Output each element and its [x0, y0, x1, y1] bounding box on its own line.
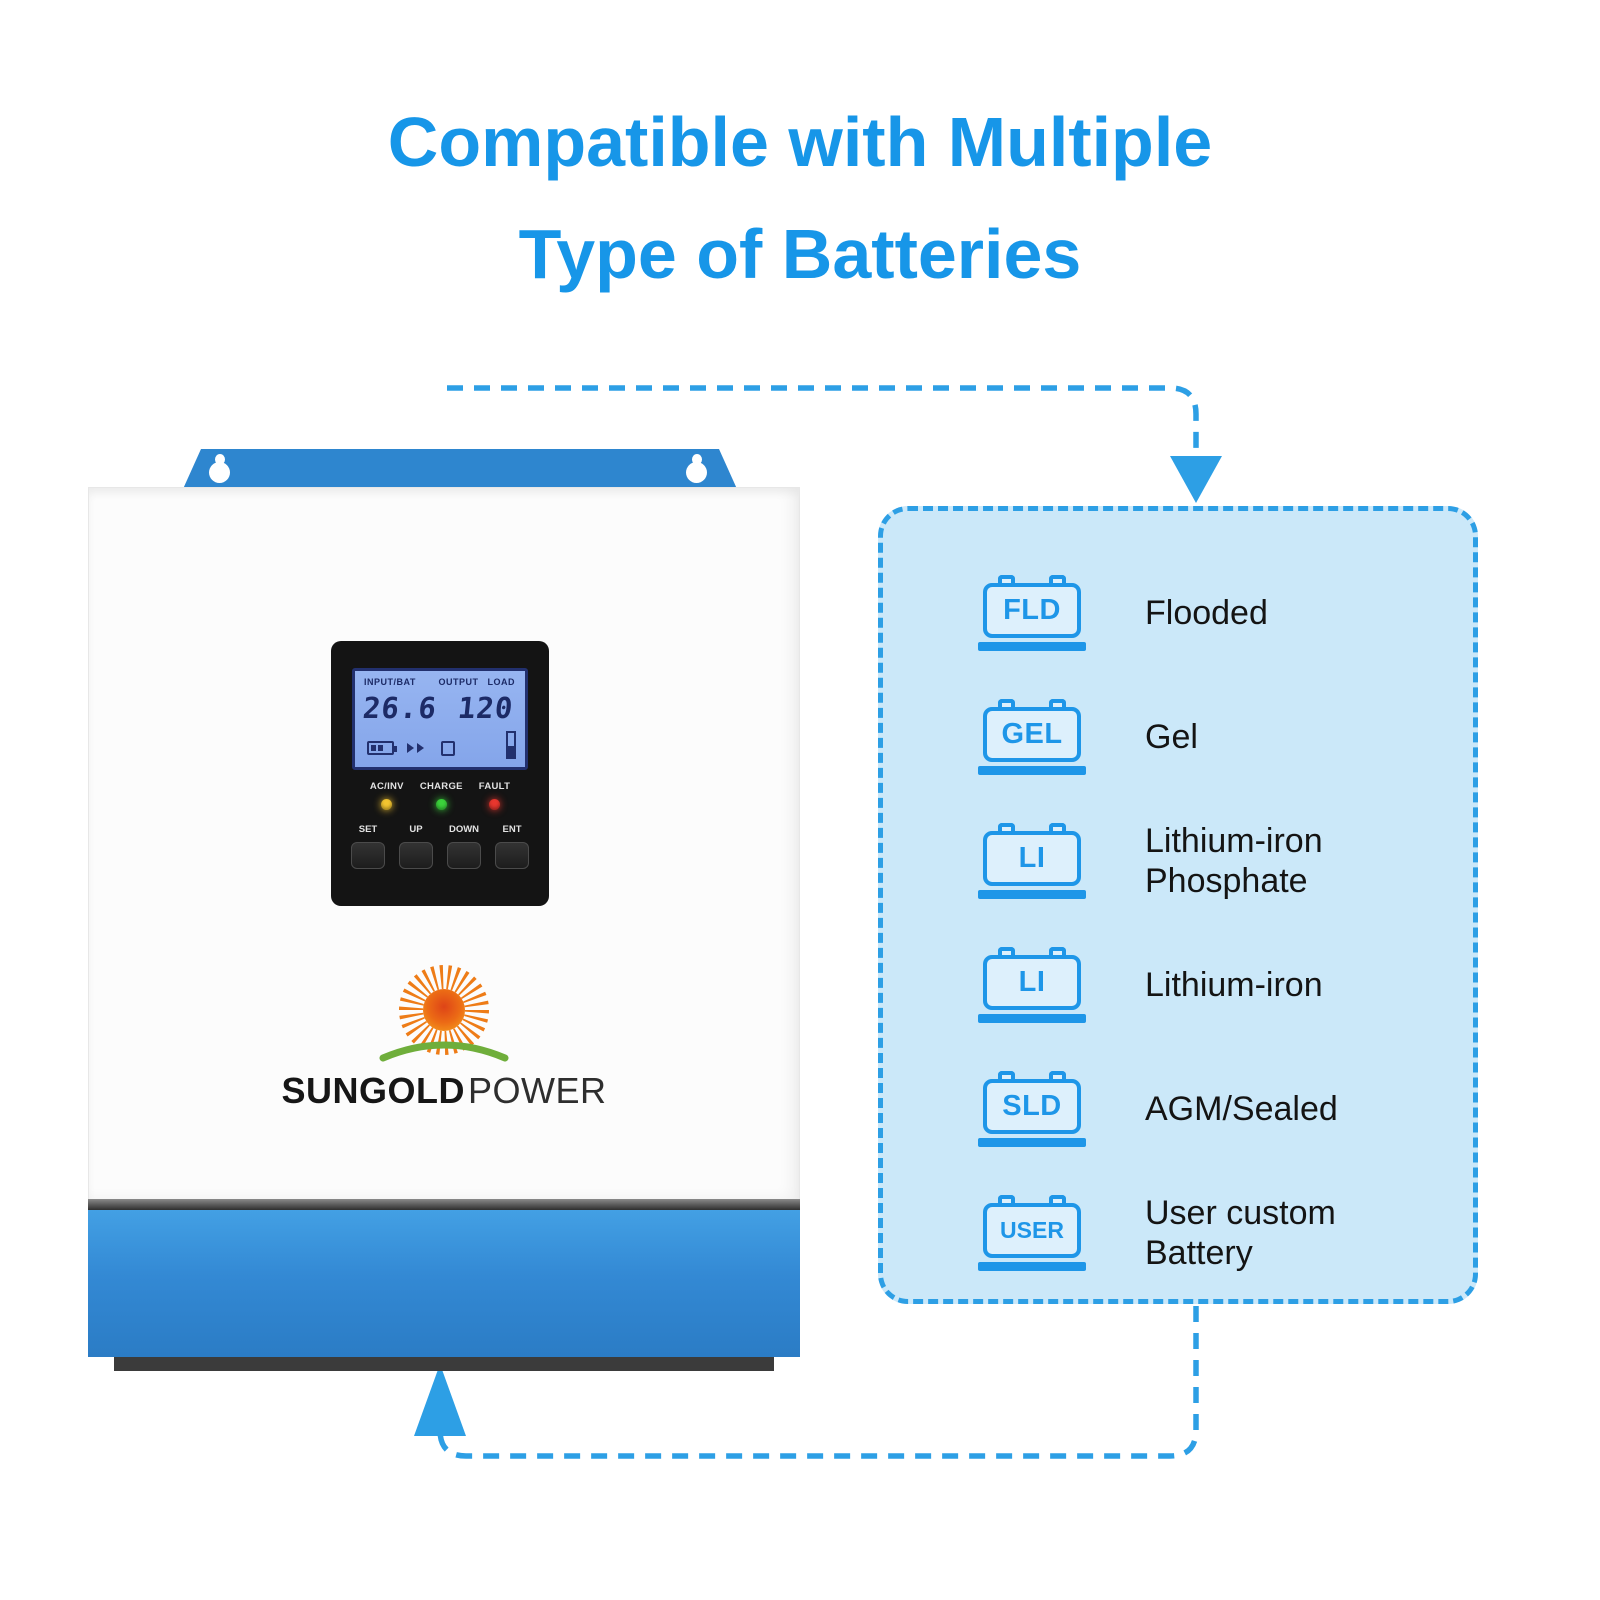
lcd-value-input: 26.6 — [361, 691, 439, 725]
battery-type-label: Flooded — [1145, 593, 1268, 632]
led-label-acinv: AC/INV — [369, 781, 404, 792]
battery-code: FLD — [983, 583, 1081, 638]
battery-type-row-user: USER User custom Battery — [971, 1171, 1473, 1295]
battery-icon-li-phosphate: LI — [971, 823, 1093, 899]
load-glyph-icon — [441, 741, 455, 756]
battery-code: GEL — [983, 707, 1081, 762]
battery-base — [978, 1014, 1086, 1023]
battery-base — [978, 766, 1086, 775]
down-button — [447, 842, 481, 869]
led-indicators: AC/INV CHARGE FAULT — [331, 781, 549, 810]
lcd-label-output: OUTPUT LOAD — [438, 677, 515, 687]
led-charge: CHARGE — [420, 781, 463, 810]
battery-type-label: User custom Battery — [1145, 1193, 1336, 1272]
gauge-glyph-icon — [506, 731, 516, 759]
battery-icon-sld: SLD — [971, 1071, 1093, 1147]
led-dot-fault — [488, 799, 500, 810]
brand-name-sungold: SUNGOLD — [281, 1070, 465, 1111]
battery-icon-user: USER — [971, 1195, 1093, 1271]
keyhole-left-icon — [209, 462, 230, 483]
inverter-device: INPUT/BAT OUTPUT LOAD 26.6 120 AC/INV CH… — [88, 487, 800, 1200]
battery-base — [978, 1138, 1086, 1147]
control-panel: INPUT/BAT OUTPUT LOAD 26.6 120 AC/INV CH… — [331, 641, 549, 906]
battery-code: USER — [983, 1203, 1081, 1258]
battery-type-row-flooded: FLD Flooded — [971, 551, 1473, 675]
battery-type-label: Lithium-iron Phosphate — [1145, 821, 1323, 900]
set-button-label: SET — [358, 824, 378, 835]
down-button-label: DOWN — [448, 824, 480, 835]
battery-type-label: Gel — [1145, 717, 1198, 756]
brand-logo: SUNGOLDPOWER — [89, 960, 799, 1112]
up-arrow-icon — [414, 1364, 466, 1436]
battery-base — [978, 642, 1086, 651]
set-button-group: SET — [351, 824, 385, 869]
ent-button — [495, 842, 529, 869]
battery-base — [978, 890, 1086, 899]
title-line-1: Compatible with Multiple — [387, 103, 1213, 181]
battery-type-label: AGM/Sealed — [1145, 1089, 1338, 1128]
keyhole-right-icon — [686, 462, 707, 483]
battery-code: LI — [983, 831, 1081, 886]
top-connector-line — [447, 385, 1199, 458]
up-button — [399, 842, 433, 869]
battery-glyph-icon — [367, 741, 397, 755]
led-dot-charge — [435, 799, 447, 810]
battery-type-row-lifepo: LI Lithium-iron Phosphate — [971, 799, 1473, 923]
ent-button-group: ENT — [495, 824, 529, 869]
battery-type-label: Lithium-iron — [1145, 965, 1323, 1004]
led-fault: FAULT — [479, 781, 510, 810]
flow-arrows-icon — [407, 743, 424, 753]
battery-icon-li: LI — [971, 947, 1093, 1023]
ent-button-label: ENT — [502, 824, 522, 835]
brand-name-power: POWER — [467, 1070, 607, 1111]
battery-type-row-gel: GEL Gel — [971, 675, 1473, 799]
brand-name: SUNGOLDPOWER — [281, 1070, 606, 1112]
battery-icon-gel: GEL — [971, 699, 1093, 775]
battery-compatibility-panel: FLD Flooded GEL Gel LI Lithium-iron Phos… — [878, 506, 1478, 1304]
battery-base — [978, 1262, 1086, 1271]
sun-icon — [379, 965, 509, 1062]
led-acinv: AC/INV — [370, 781, 404, 810]
panel-buttons: SET UP DOWN ENT — [331, 824, 549, 869]
page-title: Compatible with Multiple Type of Batteri… — [0, 86, 1600, 310]
led-dot-acinv — [381, 799, 393, 810]
up-button-group: UP — [399, 824, 433, 869]
lcd-display: INPUT/BAT OUTPUT LOAD 26.6 120 — [352, 668, 528, 770]
bottom-connector-line — [437, 1306, 1199, 1459]
lcd-label-input: INPUT/BAT — [364, 677, 416, 687]
battery-code: SLD — [983, 1079, 1081, 1134]
up-button-label: UP — [409, 824, 423, 835]
set-button — [351, 842, 385, 869]
battery-icon-fld: FLD — [971, 575, 1093, 651]
inverter-bottom-cover — [88, 1210, 800, 1357]
down-button-group: DOWN — [447, 824, 481, 869]
title-line-2: Type of Batteries — [518, 215, 1082, 293]
battery-type-row-liion: LI Lithium-iron — [971, 923, 1473, 1047]
battery-type-row-sealed: SLD AGM/Sealed — [971, 1047, 1473, 1171]
inverter-bottom-vent — [114, 1357, 774, 1371]
down-arrow-icon — [1170, 456, 1222, 503]
battery-code: LI — [983, 955, 1081, 1010]
inverter-seam — [88, 1199, 800, 1210]
led-label-fault: FAULT — [478, 781, 511, 792]
mounting-bracket — [183, 449, 737, 489]
led-label-charge: CHARGE — [419, 781, 463, 792]
lcd-value-output: 120 — [455, 691, 515, 725]
